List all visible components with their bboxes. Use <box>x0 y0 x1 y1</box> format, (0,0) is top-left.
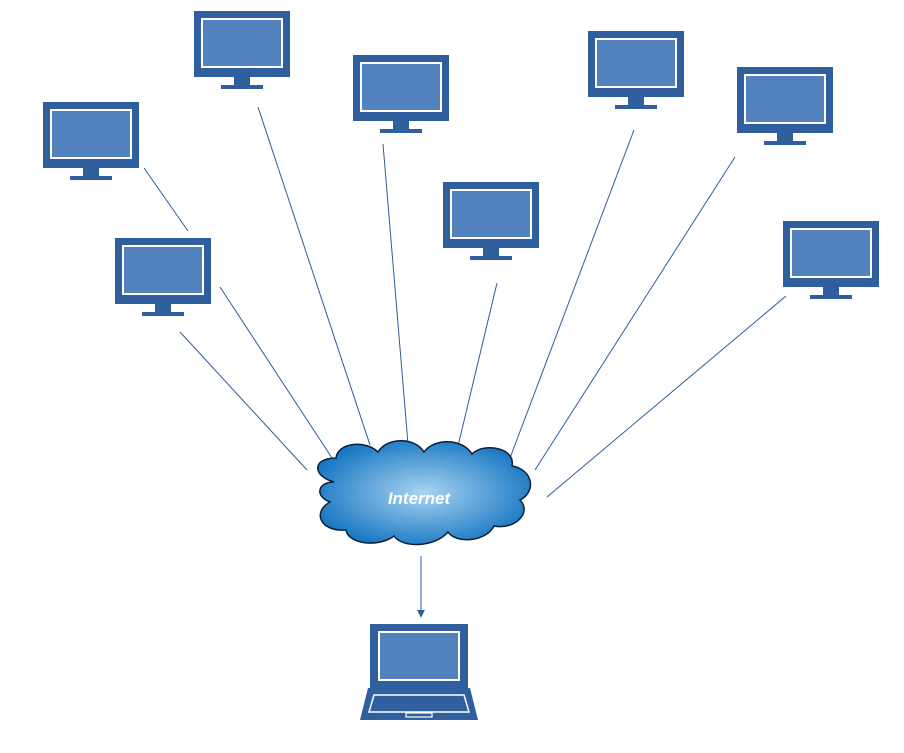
monitor-2[interactable] <box>193 10 291 90</box>
internet-cloud[interactable]: Internet <box>317 440 532 546</box>
link-monitor-1 <box>143 167 189 232</box>
monitor-4[interactable] <box>114 237 212 317</box>
cloud-icon <box>317 440 532 546</box>
monitor-3[interactable] <box>352 54 450 134</box>
monitor-icon <box>193 10 291 90</box>
connection-lines <box>143 106 787 618</box>
monitor-icon <box>352 54 450 134</box>
laptop-icon <box>360 624 478 720</box>
link-monitor-2 <box>257 106 371 446</box>
link-monitor-4a <box>219 286 333 459</box>
monitor-1[interactable] <box>42 101 140 181</box>
laptop[interactable] <box>360 624 478 720</box>
monitor-icon <box>736 66 834 146</box>
monitor-8[interactable] <box>782 220 880 300</box>
monitor-icon <box>114 237 212 317</box>
cloud-label: Internet <box>388 489 452 508</box>
link-monitor-4b <box>179 331 308 471</box>
monitor-5[interactable] <box>442 181 540 261</box>
link-monitor-3 <box>382 143 409 445</box>
monitor-icon <box>587 30 685 110</box>
monitor-icon <box>782 220 880 300</box>
link-monitor-8 <box>546 295 787 498</box>
monitor-icon <box>42 101 140 181</box>
monitor-icon <box>442 181 540 261</box>
link-monitor-5 <box>457 282 498 447</box>
monitor-7[interactable] <box>736 66 834 146</box>
monitor-6[interactable] <box>587 30 685 110</box>
link-monitor-6 <box>509 129 635 459</box>
link-monitor-7 <box>534 156 736 471</box>
